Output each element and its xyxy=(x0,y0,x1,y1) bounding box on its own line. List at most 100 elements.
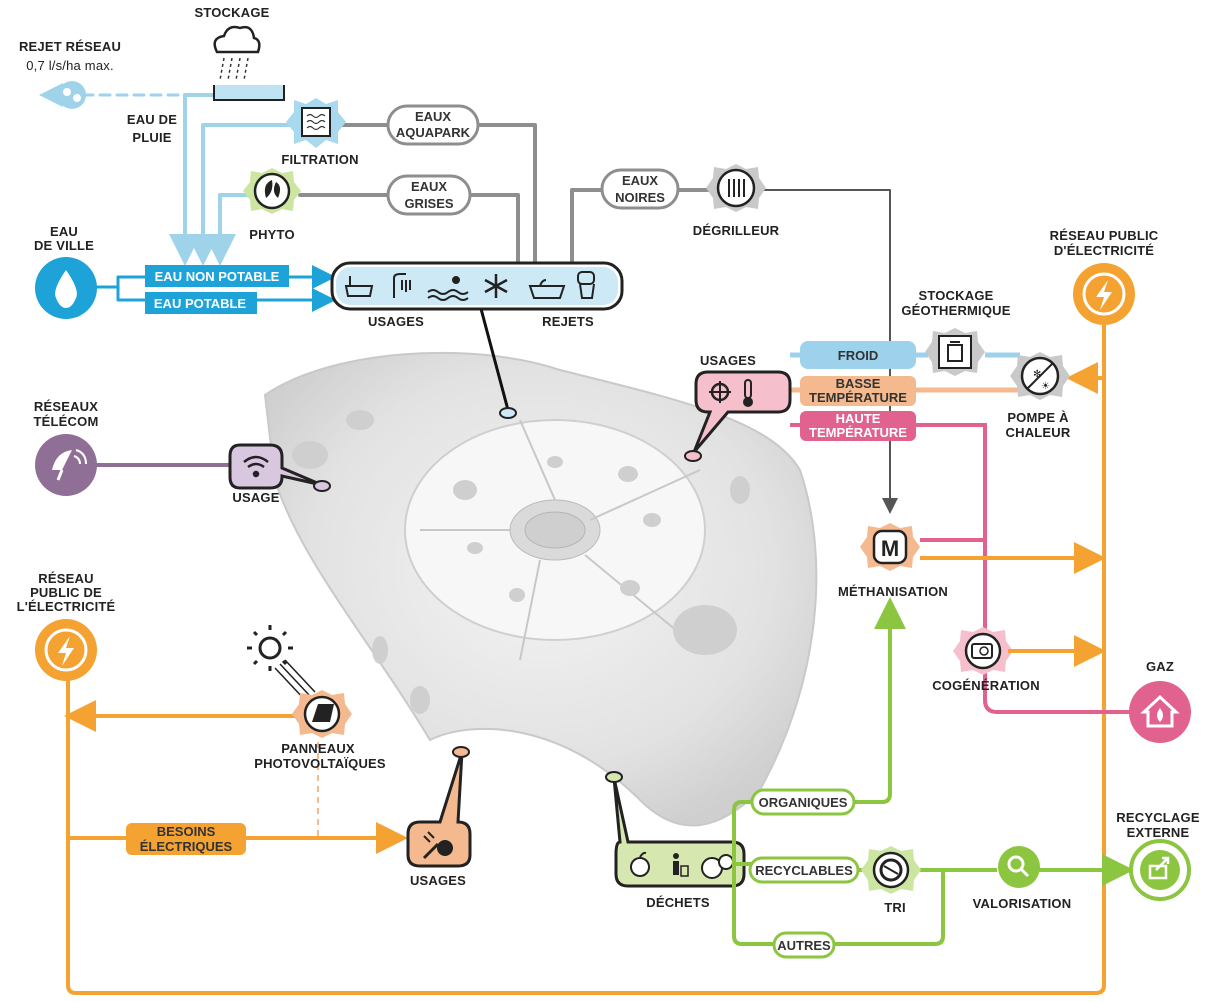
apple-icon xyxy=(630,851,650,877)
solar-panel-icon xyxy=(292,690,352,738)
pompe-label-1: POMPE À xyxy=(1007,410,1069,425)
recyclables-pill: RECYCLABLES xyxy=(748,856,860,884)
eau-ville-label-1: EAU xyxy=(50,224,78,239)
snowflake-icon xyxy=(484,274,508,298)
recyclage-label-1: RECYCLAGE xyxy=(1116,810,1200,825)
valorisation-label: VALORISATION xyxy=(973,896,1072,911)
sun-snow-icon xyxy=(709,381,731,403)
recyclage-label-2: EXTERNE xyxy=(1127,825,1190,840)
waste-flows xyxy=(732,597,1134,946)
rejet-debit-label: 0,7 l/s/ha max. xyxy=(26,58,114,73)
shower-icon xyxy=(393,273,411,298)
sink-icon xyxy=(528,279,566,299)
eau-pluie-label-2: PLUIE xyxy=(132,130,171,145)
water-drop-icon xyxy=(35,257,97,319)
external-recycling-icon xyxy=(1129,839,1191,901)
geothermal-storage-icon xyxy=(925,328,985,376)
eau-ville-label-2: DE VILLE xyxy=(34,238,94,253)
eau-potable-label: EAU POTABLE xyxy=(154,296,247,311)
storage-tank xyxy=(213,85,285,101)
sun-icon xyxy=(247,625,316,701)
svg-text:☀: ☀ xyxy=(1041,381,1050,392)
haute-temperature-tag: HAUTE TEMPÉRATURE xyxy=(800,411,916,441)
eaux-aquapark-label-1: EAUX xyxy=(415,109,451,124)
organiques-pill: ORGANIQUES xyxy=(750,788,856,816)
haute-line xyxy=(790,423,1130,714)
valorisation-search-icon xyxy=(998,846,1040,888)
gas-house-icon xyxy=(1129,681,1191,743)
panneaux-label-2: PHOTOVOLTAÏQUES xyxy=(254,756,386,771)
degrilleur-icon xyxy=(706,164,766,212)
recyclables-label: RECYCLABLES xyxy=(755,863,853,878)
reseau-left-label-1: RÉSEAU xyxy=(38,571,93,586)
dechets-label: DÉCHETS xyxy=(646,895,710,910)
electric-usages-label: USAGES xyxy=(410,873,466,888)
phyto-icon xyxy=(243,168,301,214)
cogeneration-icon xyxy=(953,627,1013,675)
stockage-geo-label-1: STOCKAGE xyxy=(918,288,993,303)
svg-text:✻: ✻ xyxy=(1033,369,1041,380)
satellite-dish-icon xyxy=(35,434,97,496)
methanisation-label: MÉTHANISATION xyxy=(838,584,948,599)
water-usages-bar xyxy=(330,261,624,311)
reseau-left-label-2: PUBLIC DE xyxy=(30,585,102,600)
organiques-label: ORGANIQUES xyxy=(759,795,848,810)
pompe-label-2: CHALEUR xyxy=(1006,425,1071,440)
eau-non-potable-label: EAU NON POTABLE xyxy=(155,269,280,284)
basse-temperature-tag: BASSE TEMPÉRATURE xyxy=(800,376,916,406)
eau-potable-tag: EAU POTABLE xyxy=(145,292,257,314)
eaux-noires-label-1: EAUX xyxy=(622,173,658,188)
plug-icon xyxy=(422,831,453,860)
lightning-icon-left xyxy=(35,619,97,681)
reseaux-telecom-label-1: RÉSEAUX xyxy=(34,399,98,414)
basse-label-1: BASSE xyxy=(836,376,881,391)
reseaux-telecom-label-2: TÉLÉCOM xyxy=(34,414,99,429)
lightning-icon-right xyxy=(1073,263,1135,325)
building-illustration xyxy=(263,351,818,827)
eaux-grises-label-1: EAUX xyxy=(411,179,447,194)
bathtub-icon xyxy=(344,276,374,297)
waste-callout xyxy=(605,771,746,888)
cloud-rain-icon xyxy=(213,25,261,81)
usages-water-label: USAGES xyxy=(368,314,424,329)
froid-tag: FROID xyxy=(800,341,916,369)
filtration-label: FILTRATION xyxy=(281,152,358,167)
eaux-grises-label-2: GRISES xyxy=(404,196,453,211)
heat-pump-icon: ✻☀ xyxy=(1010,352,1070,400)
phyto-label: PHYTO xyxy=(249,227,295,242)
autres-pill: AUTRES xyxy=(772,931,836,959)
stockage-geo-label-2: GÉOTHERMIQUE xyxy=(901,303,1010,318)
rejet-reseau-label: REJET RÉSEAU xyxy=(19,39,121,54)
eau-non-potable-tag: EAU NON POTABLE xyxy=(145,265,289,287)
haute-label-1: HAUTE xyxy=(836,411,881,426)
eaux-noires-pill: EAUX NOIRES xyxy=(600,168,680,210)
water-anchor-dot xyxy=(499,407,517,419)
eau-pluie-label-1: EAU DE xyxy=(127,112,177,127)
thermal-usages-label: USAGES xyxy=(700,353,756,368)
basse-label-2: TEMPÉRATURE xyxy=(809,390,907,405)
telecom-usage-callout xyxy=(228,443,331,492)
toilet-icon xyxy=(577,271,595,299)
methanisation-letter: M xyxy=(881,536,899,561)
tri-label: TRI xyxy=(884,900,906,915)
haute-label-2: TEMPÉRATURE xyxy=(809,425,907,440)
filtration-icon xyxy=(286,98,346,148)
eaux-aquapark-label-2: AQUAPARK xyxy=(396,125,471,140)
froid-label: FROID xyxy=(838,348,878,363)
tri-icon xyxy=(861,846,921,894)
eaux-grises-pill: EAUX GRISES xyxy=(386,174,472,216)
degrilleur-label: DÉGRILLEUR xyxy=(693,223,780,238)
rejets-label: REJETS xyxy=(542,314,594,329)
besoins-electriques-tag: BESOINS ÉLECTRIQUES xyxy=(126,823,246,855)
eaux-aquapark-pill: EAUX AQUAPARK xyxy=(386,104,480,146)
trash-person-icon xyxy=(673,853,689,877)
methanisation-icon: M xyxy=(860,523,920,571)
cogeneration-label: COGÉNÉRATION xyxy=(932,678,1040,693)
reseau-public-right-label-2: D'ÉLECTRICITÉ xyxy=(1054,243,1154,258)
rejet-reseau-icon xyxy=(58,81,86,109)
orange-electric-loop xyxy=(66,325,1106,995)
besoins-label-2: ÉLECTRIQUES xyxy=(140,839,233,854)
panneaux-label-1: PANNEAUX xyxy=(281,741,355,756)
